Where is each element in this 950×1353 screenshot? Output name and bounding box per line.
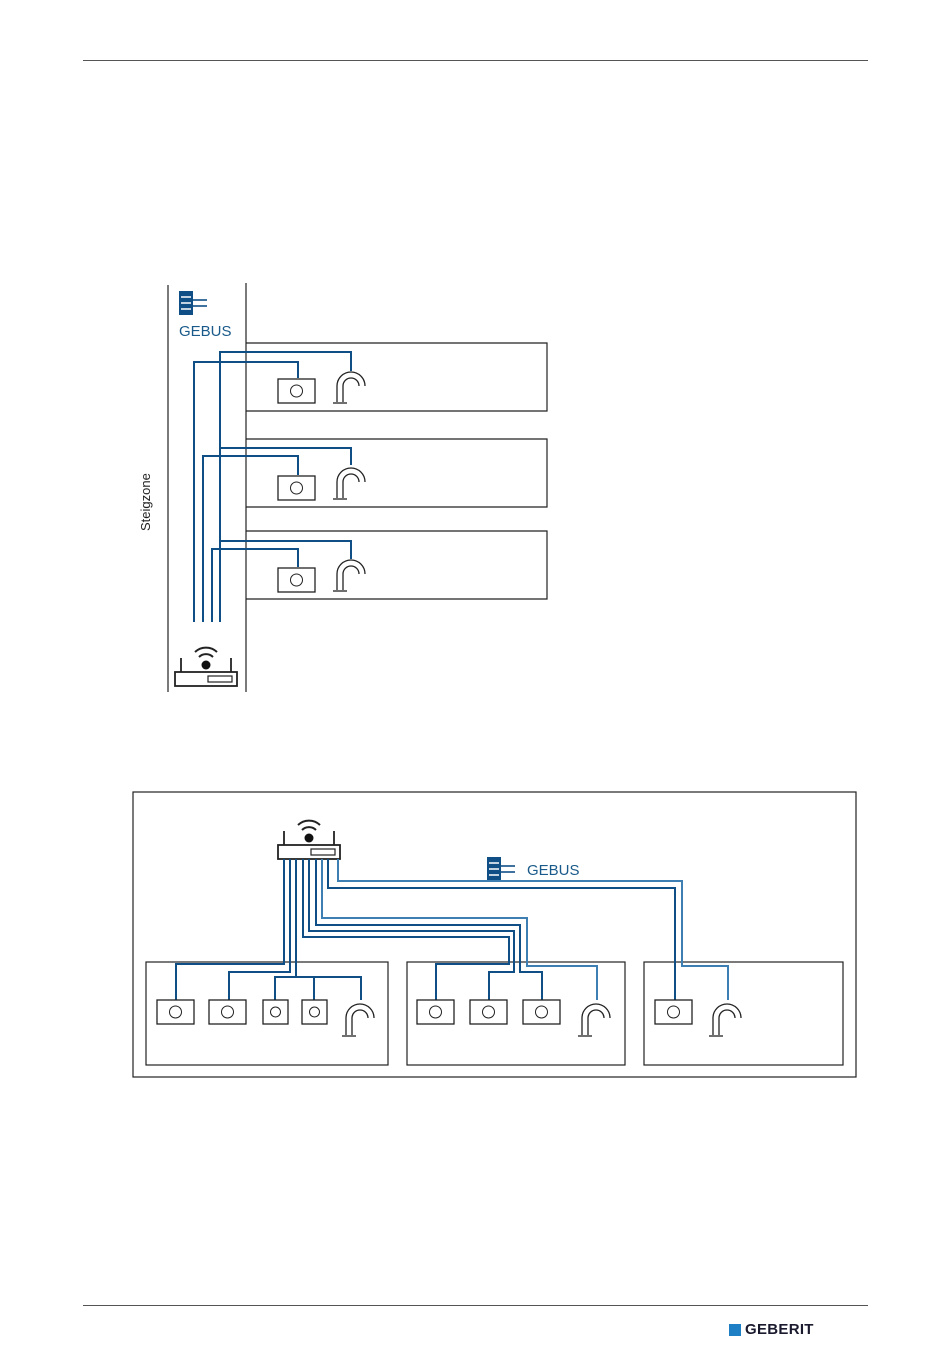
footer-rule — [83, 1305, 868, 1306]
geberit-logo-icon — [729, 1324, 741, 1336]
riser-zone-label: Steigzone — [138, 473, 153, 531]
geberit-logo: GEBERIT — [729, 1321, 814, 1338]
push-button-icon — [470, 1000, 507, 1024]
push-button-icon — [278, 476, 315, 500]
faucet-icon — [333, 372, 365, 403]
faucet-icon — [342, 1004, 374, 1036]
faucet-icon — [333, 560, 365, 591]
riser-diagram: GEBUS Steigzone — [138, 283, 547, 692]
push-button-icon — [523, 1000, 560, 1024]
push-button-icon — [278, 568, 315, 592]
wireless-gateway-icon — [278, 821, 340, 859]
push-button-icon — [302, 1000, 327, 1024]
wireless-gateway-icon — [175, 648, 237, 686]
push-button-icon — [157, 1000, 194, 1024]
push-button-icon — [278, 379, 315, 403]
floor-wires — [176, 859, 728, 1000]
gebus-label: GEBUS — [527, 862, 580, 879]
riser-wires — [194, 352, 351, 622]
brand-name: GEBERIT — [745, 1321, 814, 1338]
gebus-connector-icon — [179, 291, 207, 315]
gebus-label: GEBUS — [179, 323, 232, 340]
floor-outline — [133, 792, 856, 1077]
faucet-icon — [709, 1004, 741, 1036]
faucet-icon — [578, 1004, 610, 1036]
push-button-icon — [417, 1000, 454, 1024]
push-button-icon — [655, 1000, 692, 1024]
floor-diagram: GEBUS — [133, 792, 856, 1077]
push-button-icon — [209, 1000, 246, 1024]
gebus-connector-icon — [487, 857, 515, 881]
push-button-icon — [263, 1000, 288, 1024]
faucet-icon — [333, 468, 365, 499]
